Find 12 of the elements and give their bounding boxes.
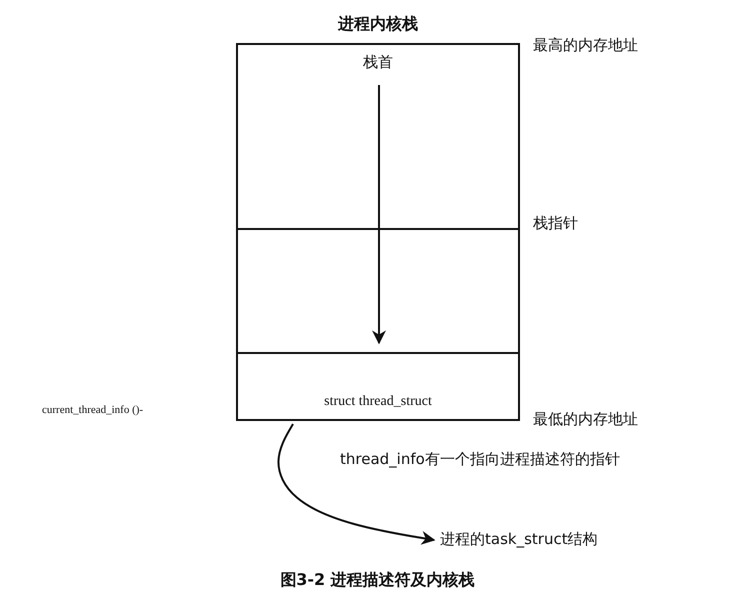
- note-text: thread_info有一个指向进程描述符的指针: [340, 450, 620, 469]
- region-label: struct thread_struct: [324, 394, 432, 410]
- pointer-label: 栈指针: [533, 214, 578, 233]
- stack-heading: 进程内核栈: [338, 14, 418, 35]
- region-label: 栈首: [363, 53, 393, 72]
- figure-caption: 图3-2 进程描述符及内核栈: [280, 570, 475, 591]
- address-label: 最高的内存地址: [533, 36, 638, 55]
- arrow: [372, 85, 386, 344]
- address-label: 最低的内存地址: [533, 410, 638, 429]
- function-label: current_thread_info ()-: [42, 404, 144, 416]
- struct-label: 进程的task_struct结构: [440, 530, 598, 549]
- arrow: [278, 424, 436, 545]
